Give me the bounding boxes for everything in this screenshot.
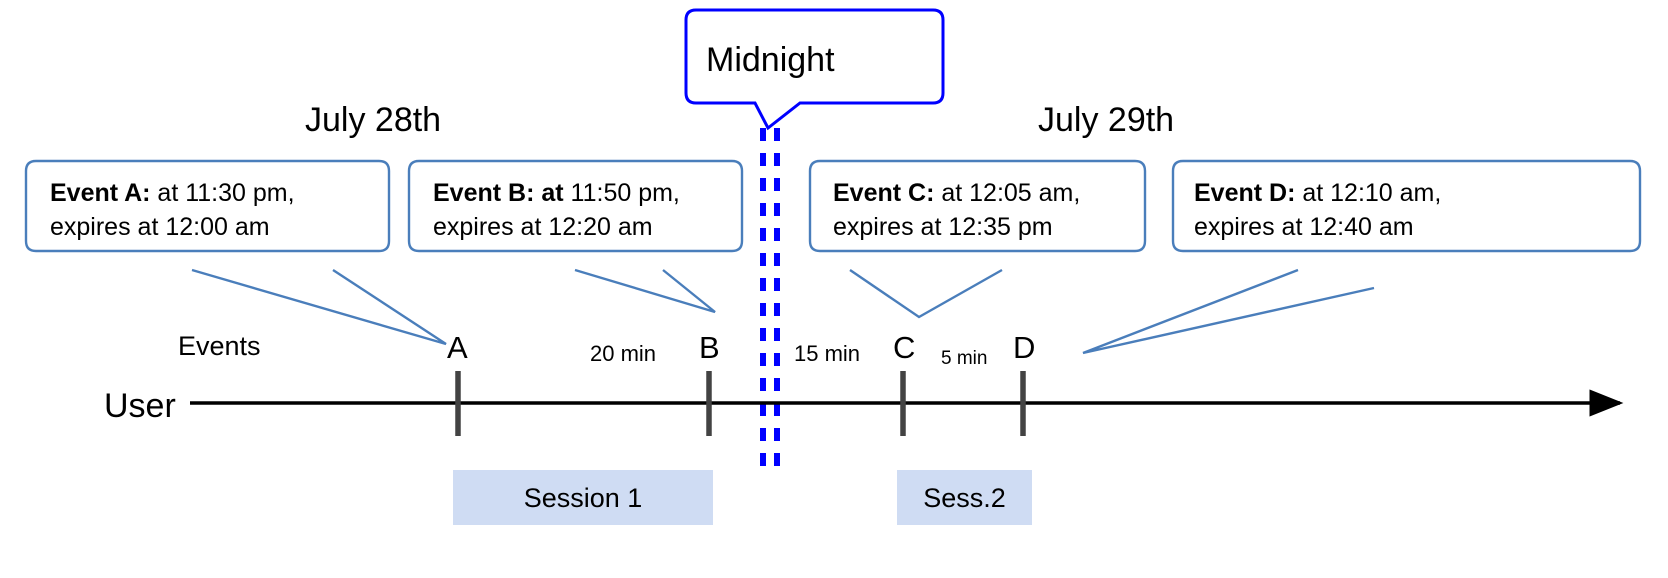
callout-line2-event-b: expires at 12:20 am <box>433 213 653 241</box>
callout-rest-event-b: 11:50 pm, <box>563 179 680 207</box>
session-box-1: Session 1 <box>453 470 713 525</box>
callout-bold-event-b: Event B: at <box>433 179 564 207</box>
callout-line2-event-d: expires at 12:40 am <box>1194 213 1414 241</box>
callout-tail-event-d <box>1082 268 1375 355</box>
callout-line1-event-a: Event A: at 11:30 pm, <box>50 176 385 210</box>
session-box-2: Sess.2 <box>897 470 1032 525</box>
callout-rest-event-c: at 12:05 am, <box>934 179 1081 207</box>
event-letter-a: A <box>447 330 468 365</box>
row-label-user: User <box>104 387 176 425</box>
gap-label-5-min: 5 min <box>941 348 988 369</box>
callout-shape-event-b <box>407 159 744 253</box>
callout-shape-event-a <box>24 159 391 253</box>
callout-line1-event-c: Event C: at 12:05 am, <box>833 176 1141 210</box>
callout-tail-event-b <box>574 268 716 314</box>
callout-shape-event-c <box>808 159 1147 253</box>
row-label-events: Events <box>178 331 261 361</box>
callout-text-event-b: Event B: at 11:50 pm, expires at 12:20 a… <box>433 176 738 244</box>
callout-rest-event-d: at 12:10 am, <box>1295 179 1442 207</box>
gap-label-15-min: 15 min <box>794 341 861 366</box>
callout-tail-event-c <box>849 268 1003 319</box>
callout-text-event-a: Event A: at 11:30 pm, expires at 12:00 a… <box>50 176 385 244</box>
callout-tail-event-a <box>191 268 447 346</box>
callout-line2-event-a: expires at 12:00 am <box>50 213 270 241</box>
callout-text-event-d: Event D: at 12:10 am, expires at 12:40 a… <box>1194 176 1634 244</box>
day-label-july-29: July 29th <box>1038 101 1175 139</box>
callout-shape-event-d <box>1171 159 1642 253</box>
gap-label-20-min: 20 min <box>590 341 657 366</box>
callout-bold-event-a: Event A: <box>50 179 151 207</box>
midnight-callout-shape <box>684 8 945 131</box>
callout-text-event-c: Event C: at 12:05 am, expires at 12:35 p… <box>833 176 1141 244</box>
callout-bold-event-d: Event D: <box>1194 179 1296 207</box>
callout-line2-event-c: expires at 12:35 pm <box>833 213 1053 241</box>
event-letter-c: C <box>893 330 916 365</box>
event-letter-d: D <box>1013 330 1036 365</box>
callout-line1-event-d: Event D: at 12:10 am, <box>1194 176 1634 210</box>
session-label-1: Session 1 <box>523 482 643 513</box>
day-label-july-28: July 28th <box>305 101 442 139</box>
midnight-label: Midnight <box>706 41 835 79</box>
callout-rest-event-a: at 11:30 pm, <box>150 179 295 207</box>
session-label-2: Sess.2 <box>923 482 1006 513</box>
callout-line1-event-b: Event B: at 11:50 pm, <box>433 176 738 210</box>
callout-bold-event-c: Event C: <box>833 179 935 207</box>
event-letter-b: B <box>699 330 720 365</box>
